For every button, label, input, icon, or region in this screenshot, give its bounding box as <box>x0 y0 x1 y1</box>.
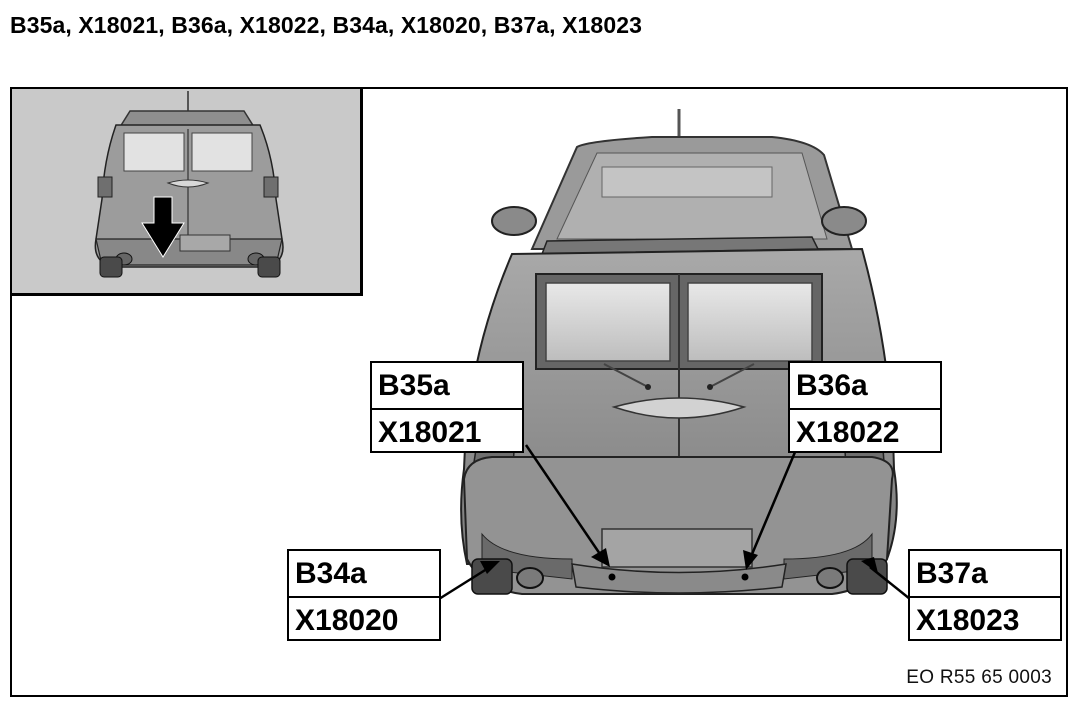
callout-b37a-connector: X18023 <box>910 596 1060 641</box>
callout-b35a: B35a X18021 <box>370 361 524 453</box>
callout-b34a-component: B34a <box>295 557 367 590</box>
down-arrow-icon <box>141 196 185 258</box>
callout-b35a-component: B35a <box>378 369 450 402</box>
overview-car-illustration <box>94 91 284 278</box>
callout-b35a-connector: X18021 <box>372 408 522 453</box>
callout-b36a: B36a X18022 <box>788 361 942 453</box>
callout-b34a: B34a X18020 <box>287 549 441 641</box>
figure-frame: B35a X18021 B36a X18022 B34a X18020 B37a… <box>10 87 1068 697</box>
overview-inset <box>12 89 363 296</box>
page-title: B35a, X18021, B36a, X18022, B34a, X18020… <box>10 12 642 38</box>
callout-b36a-component: B36a <box>796 369 868 402</box>
document-reference: EO R55 65 0003 <box>906 667 1052 688</box>
callout-b37a-component: B37a <box>916 557 988 590</box>
callout-b34a-connector: X18020 <box>289 596 439 641</box>
callout-b36a-connector: X18022 <box>790 408 940 453</box>
callout-b37a: B37a X18023 <box>908 549 1062 641</box>
